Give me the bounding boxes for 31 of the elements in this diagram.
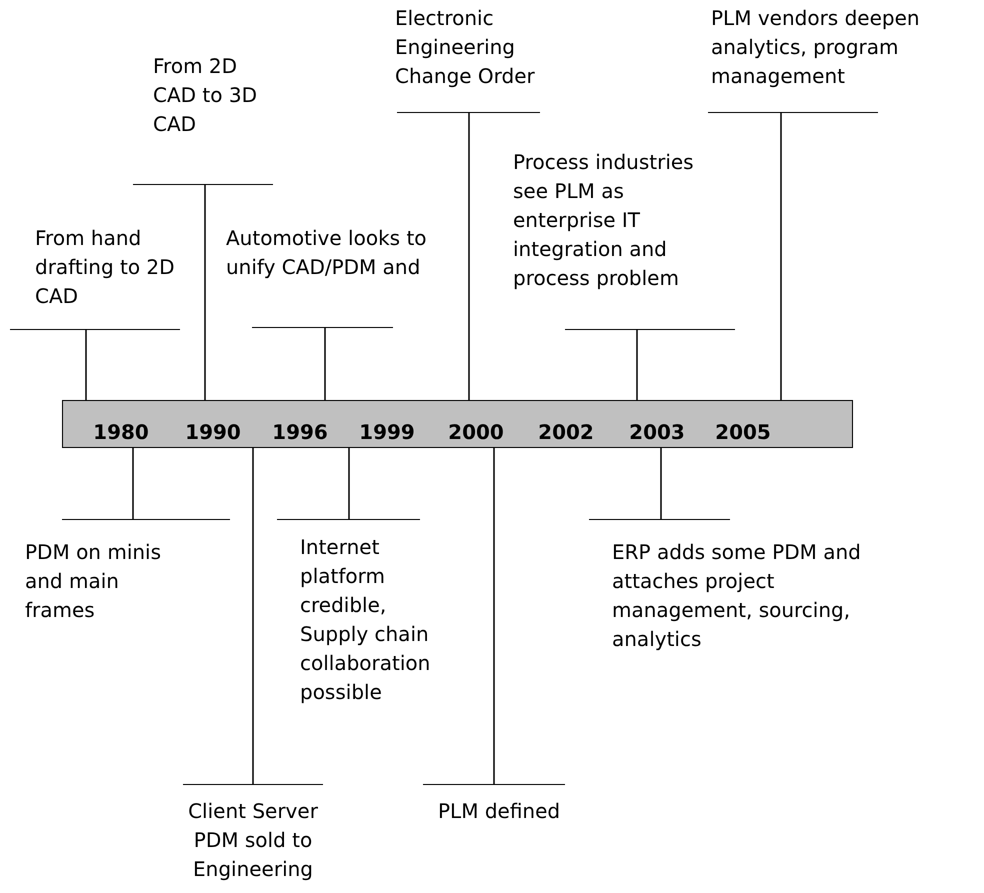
year-label: 1980 — [93, 420, 149, 444]
event-text: From hand drafting to 2D CAD — [35, 225, 176, 310]
event-text: From 2D CAD to 3D CAD — [153, 53, 258, 138]
event-text: PDM on minis and main frames — [25, 539, 162, 624]
leader-line — [348, 448, 350, 520]
leader-line — [252, 448, 254, 785]
year-label: 2002 — [538, 420, 594, 444]
leader-line — [132, 448, 134, 520]
event-text: PLM vendors deepen analytics, program management — [711, 5, 921, 90]
year-label: 1990 — [185, 420, 241, 444]
leader-line — [780, 113, 782, 400]
leader-line — [468, 113, 470, 400]
event-text: ERP adds some PDM and attaches project management, sourcing, analytics — [612, 539, 862, 653]
year-label: 1999 — [359, 420, 415, 444]
event-text: Electronic Engineering Change Order — [395, 5, 536, 90]
leader-line — [324, 328, 326, 400]
year-label: 2000 — [448, 420, 504, 444]
event-text: Process industries see PLM as enterprise IT integration and process problem — [513, 149, 695, 292]
leader-line — [493, 448, 495, 785]
leader-line — [660, 448, 662, 520]
event-text: Internet platform credible, Supply chain collaboration possible — [300, 534, 432, 706]
leader-line — [636, 330, 638, 400]
leader-line — [85, 330, 87, 400]
timeline-bar — [62, 400, 853, 448]
leader-line — [204, 185, 206, 400]
year-label: 2005 — [715, 420, 771, 444]
event-text: Client Server PDM sold to Engineering — [187, 798, 319, 883]
event-text: Automotive looks to unify CAD/PDM and — [226, 225, 428, 281]
event-text: PLM defined — [438, 798, 562, 825]
year-label: 2003 — [629, 420, 685, 444]
year-label: 1996 — [272, 420, 328, 444]
